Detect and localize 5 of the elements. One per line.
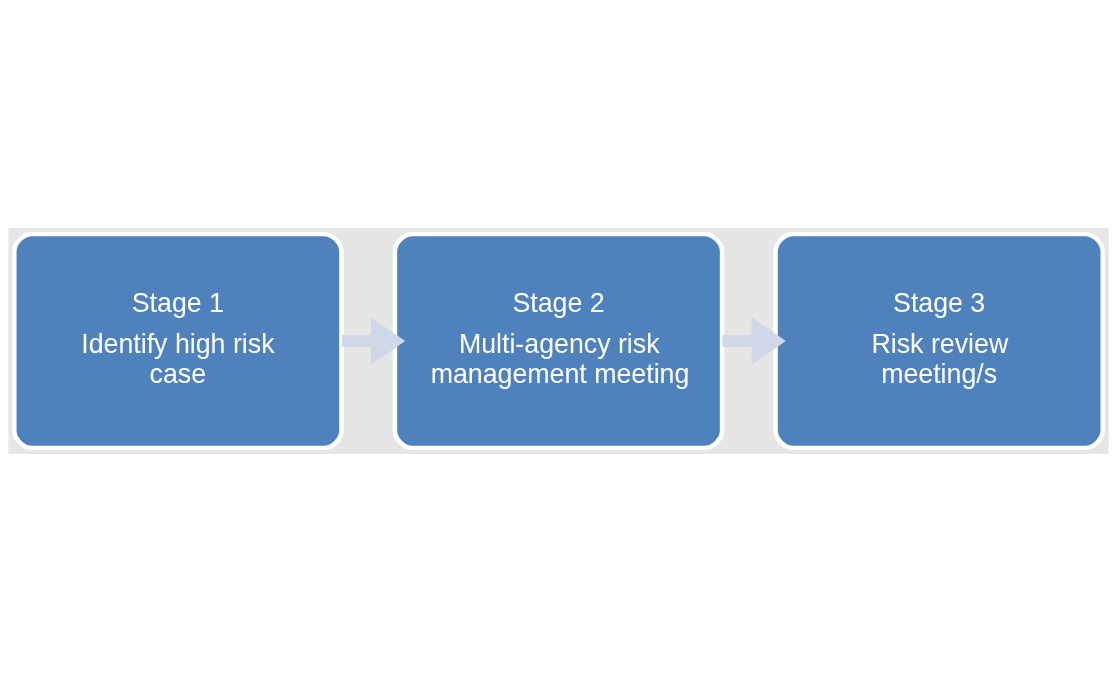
arrow	[722, 317, 786, 365]
node-box: Stage 2 Multi-agency risk management meeting	[392, 231, 725, 451]
node-box: Stage 1 Identify high risk case	[12, 231, 344, 451]
node-box: Stage 3 Risk review meeting/s	[773, 231, 1105, 451]
arrow	[341, 317, 406, 365]
